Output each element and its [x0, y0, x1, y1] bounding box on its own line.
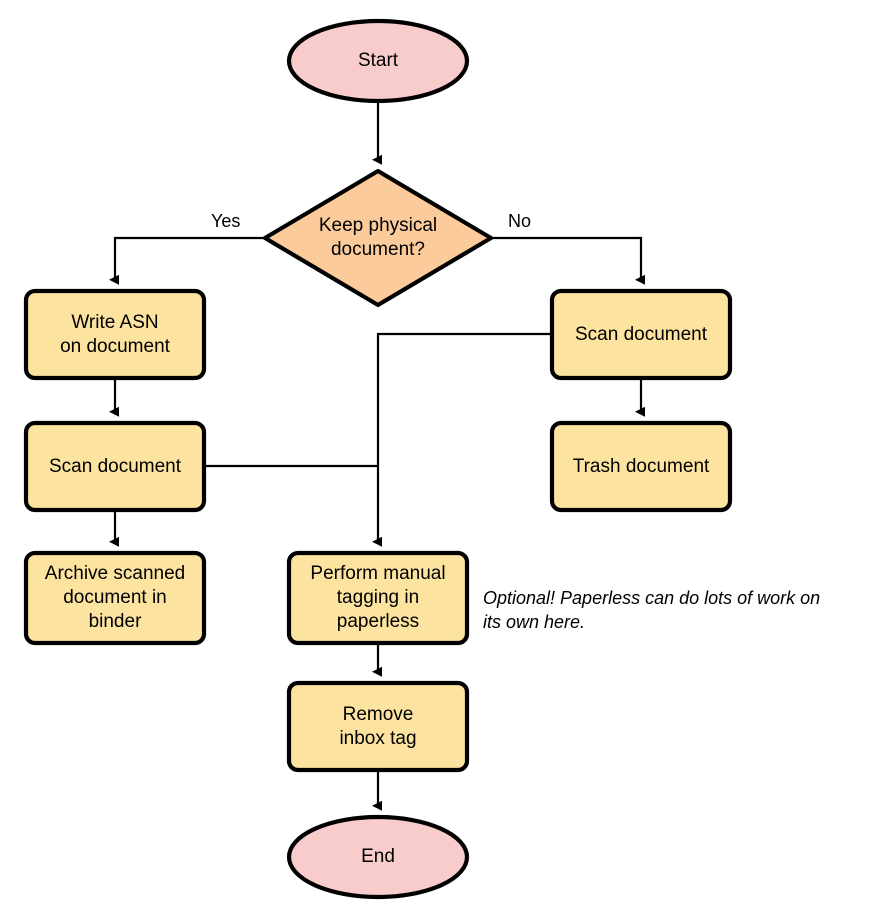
optional-note-annotation: Optional! Paperless can do lots of work …: [483, 588, 821, 632]
edge-decision-to-write-asn: [109, 236, 265, 285]
edge-decision-to-scan-right: [491, 236, 645, 285]
node-archive-binder-shape[interactable]: [23, 550, 207, 646]
edge-scan-right-to-tagging: [372, 332, 552, 547]
node-remove-inbox-tag-shape[interactable]: [286, 680, 470, 773]
node-scan-right-shape[interactable]: [549, 288, 733, 381]
node-manual-tagging-shape[interactable]: [286, 550, 470, 646]
node-write-asn-shape[interactable]: [23, 288, 207, 381]
node-end-shape[interactable]: [286, 814, 470, 900]
edge-label-yes: Yes: [211, 211, 241, 231]
node-start-shape[interactable]: [286, 18, 470, 104]
node-trash-shape[interactable]: [549, 420, 733, 513]
edge-label-no: No: [508, 211, 532, 231]
node-scan-left-shape[interactable]: [23, 420, 207, 513]
node-decision-shape[interactable]: [262, 168, 494, 308]
